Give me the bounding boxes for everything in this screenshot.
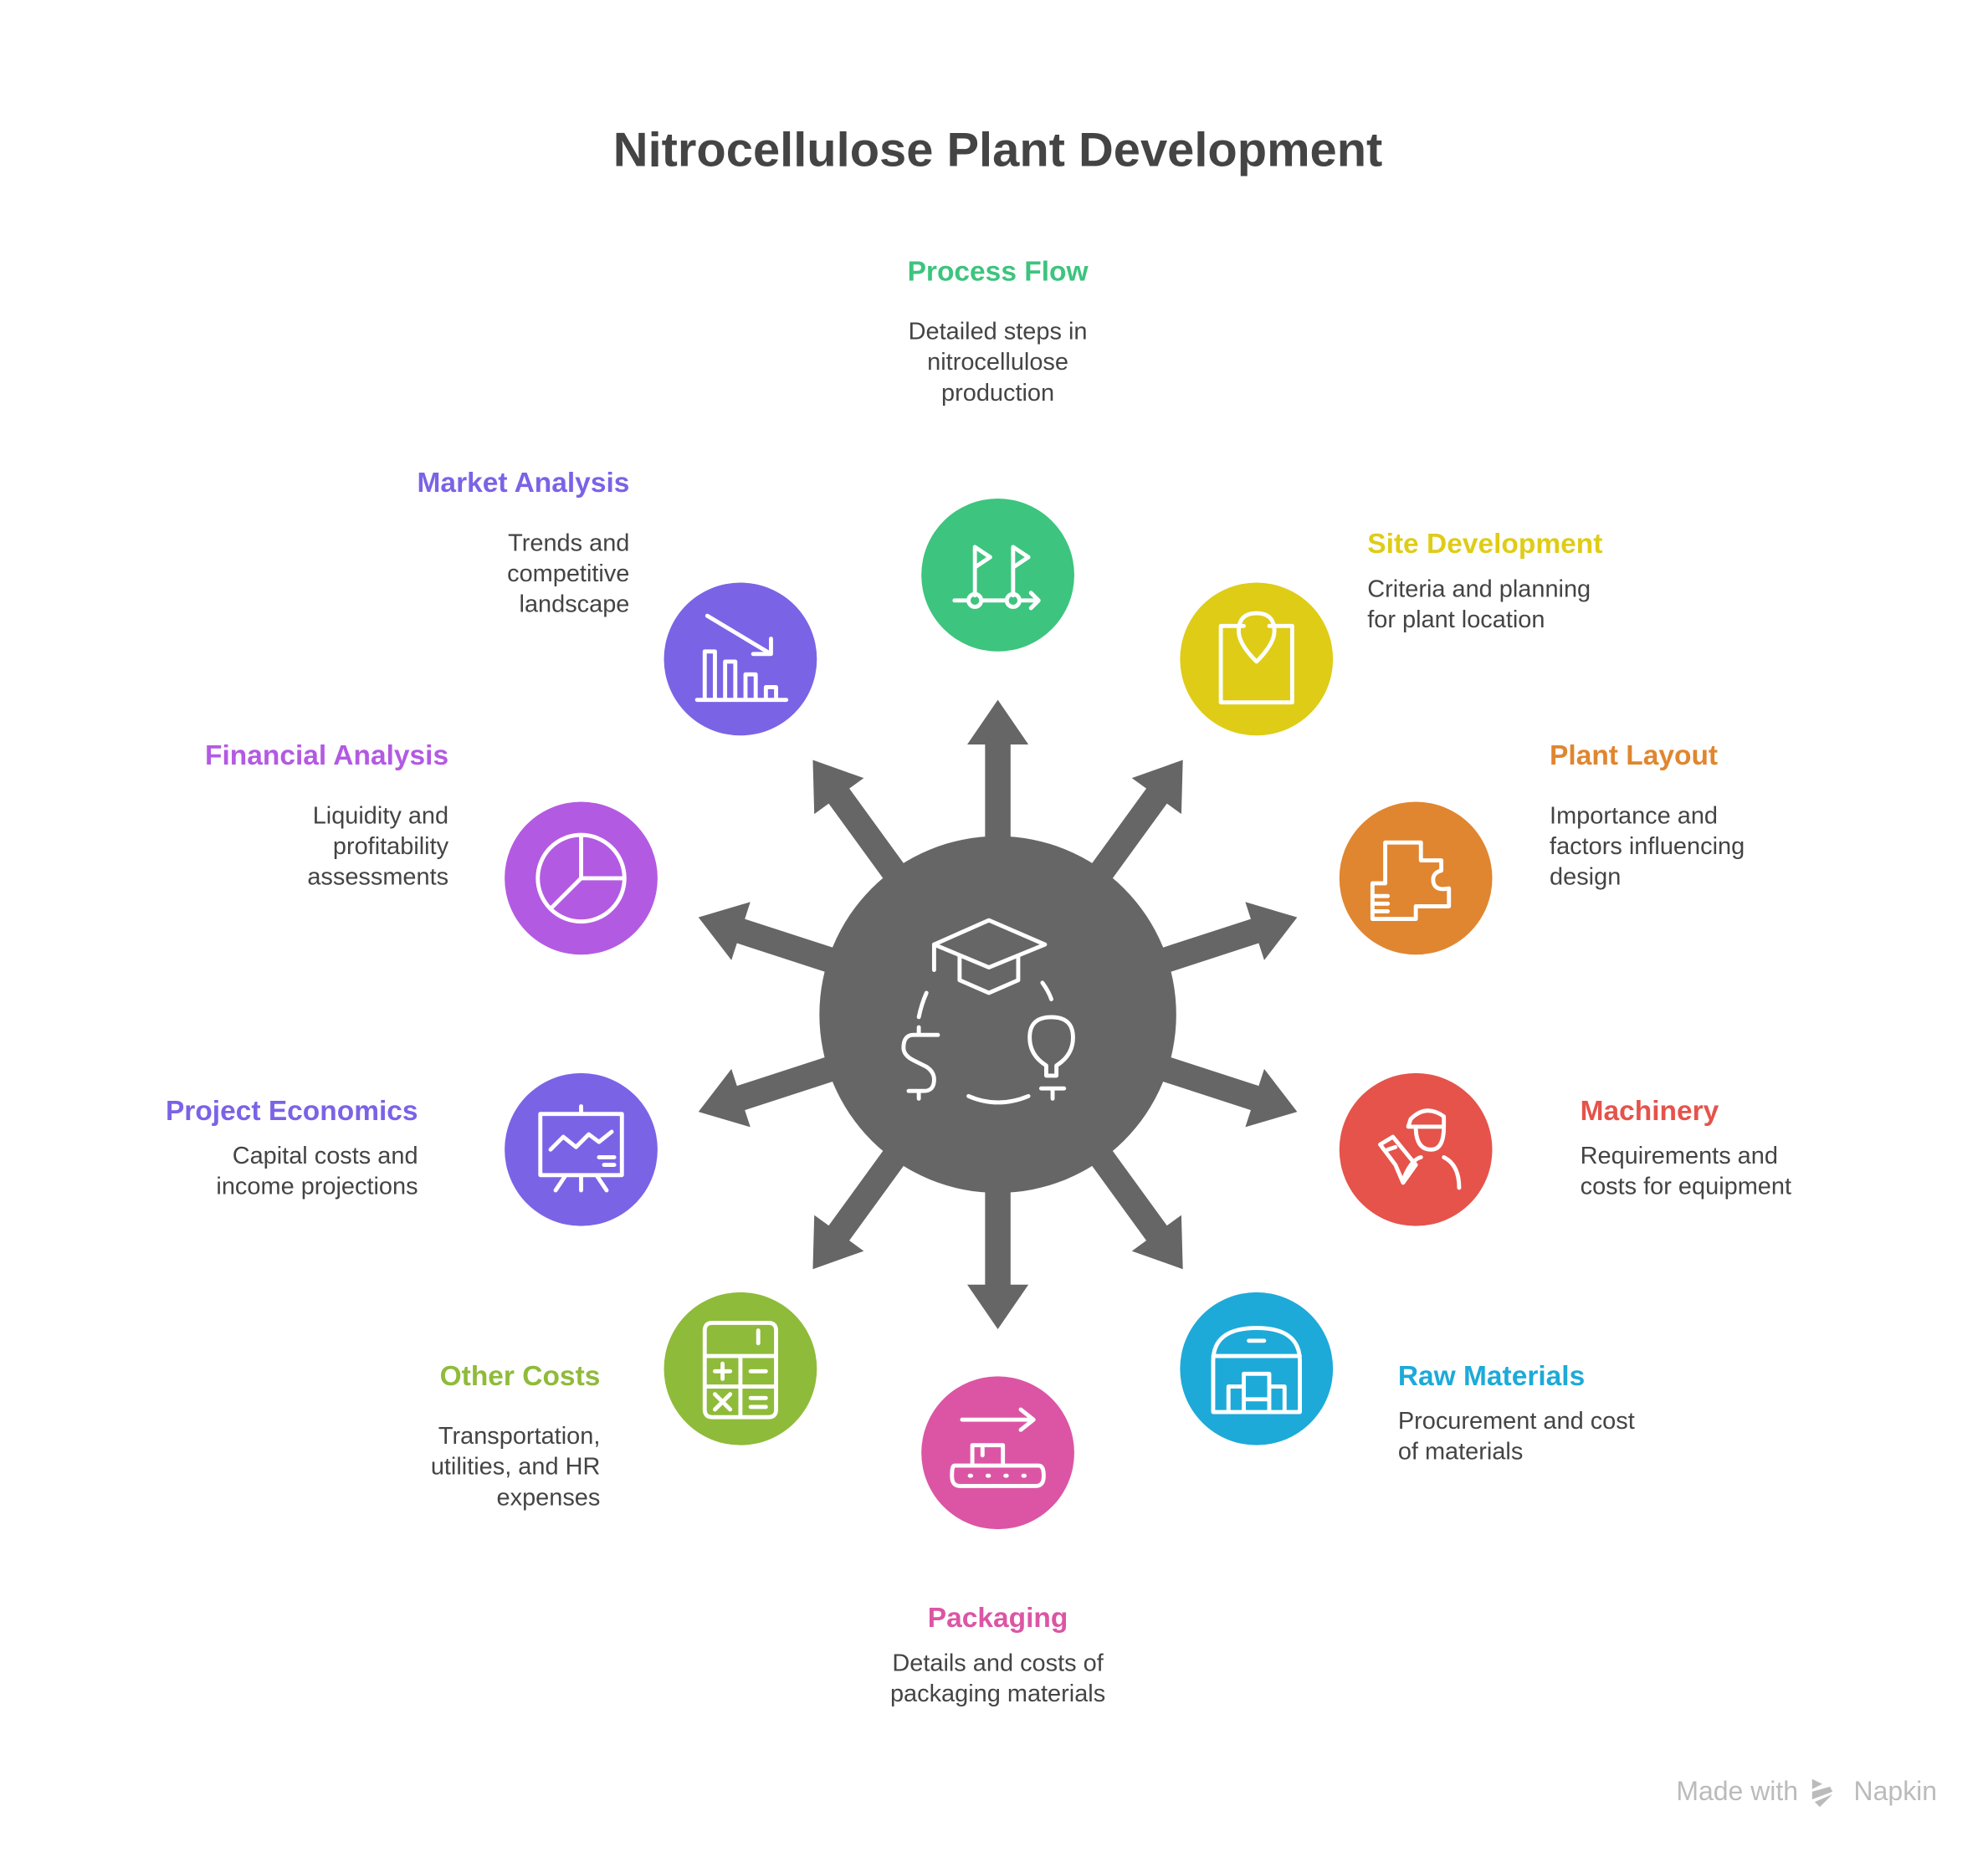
node-description-line: of materials (1398, 1438, 1523, 1465)
arrow (967, 699, 1029, 888)
node-description-line: Transportation, (438, 1423, 600, 1450)
calculator-icon (702, 1321, 778, 1420)
node-description-line: Details and costs of (892, 1650, 1104, 1676)
worker-icon (1378, 1108, 1462, 1190)
node-title: Raw Materials (1398, 1361, 1585, 1392)
node-description-line: nitrocellulose (927, 349, 1068, 376)
node-title: Site Development (1367, 529, 1602, 560)
node-title: Project Economics (166, 1096, 418, 1127)
node-description-line: factors influencing (1550, 833, 1745, 860)
node-title: Process Flow (908, 256, 1089, 287)
napkin-brand-text: Napkin (1854, 1776, 1938, 1806)
node-title: Market Analysis (418, 468, 630, 499)
node-title: Packaging (928, 1603, 1068, 1634)
warehouse-icon (1211, 1326, 1302, 1415)
node-title: Plant Layout (1550, 740, 1718, 771)
napkin-logo-icon (1811, 1778, 1833, 1808)
education-finance-idea-icon (901, 918, 1075, 1105)
node-description-line: design (1550, 864, 1621, 891)
node-description-line: packaging materials (890, 1681, 1105, 1707)
node-description-line: Detailed steps in (909, 319, 1088, 345)
node-title: Machinery (1581, 1096, 1719, 1127)
node-description-line: profitability (333, 833, 449, 860)
node-title: Other Costs (440, 1361, 601, 1392)
node-description-line: costs for equipment (1581, 1174, 1791, 1200)
node-description-line: competitive (507, 560, 629, 587)
center-hub (819, 836, 1176, 1194)
node-description-line: Trends and (508, 530, 629, 556)
node-circle[interactable] (664, 582, 817, 736)
node-circle[interactable] (921, 499, 1074, 652)
node-description-line: landscape (520, 591, 630, 618)
pie-chart-icon (535, 832, 627, 924)
node-description-line: assessments (307, 864, 448, 891)
node-description-line: Requirements and (1581, 1143, 1778, 1169)
node-circle[interactable] (505, 1072, 658, 1226)
node-circle[interactable] (1180, 1292, 1334, 1445)
node-description-line: Procurement and cost (1398, 1408, 1635, 1435)
made-with-text: Made with (1676, 1776, 1798, 1806)
node-circle[interactable] (1339, 1072, 1493, 1226)
node-title: Financial Analysis (205, 740, 448, 771)
declining-bar-chart-icon (694, 613, 789, 703)
node-description-line: Importance and (1550, 802, 1718, 829)
node-description-line: expenses (497, 1484, 601, 1511)
arrow (967, 1142, 1029, 1330)
node-description-line: for plant location (1367, 606, 1545, 633)
page-title: Nitrocellulose Plant Development (613, 124, 1383, 177)
flags-path-icon (952, 545, 1041, 611)
node-circle[interactable] (1339, 801, 1493, 955)
presentation-chart-icon (538, 1104, 624, 1193)
node-description-line: production (941, 380, 1054, 407)
node-description-line: Capital costs and (233, 1143, 418, 1169)
node-description-line: Criteria and planning (1367, 576, 1591, 602)
node-circle[interactable] (921, 1376, 1074, 1530)
node-description-line: utilities, and HR (431, 1454, 601, 1481)
floor-plan-icon (1370, 840, 1452, 922)
conveyor-icon (950, 1407, 1046, 1488)
node-description-line: income projections (216, 1174, 418, 1200)
node-description-line: Liquidity and (313, 802, 448, 829)
map-pin-icon (1218, 611, 1294, 705)
footer-branding[interactable]: Made with Napkin (1676, 1776, 1938, 1808)
